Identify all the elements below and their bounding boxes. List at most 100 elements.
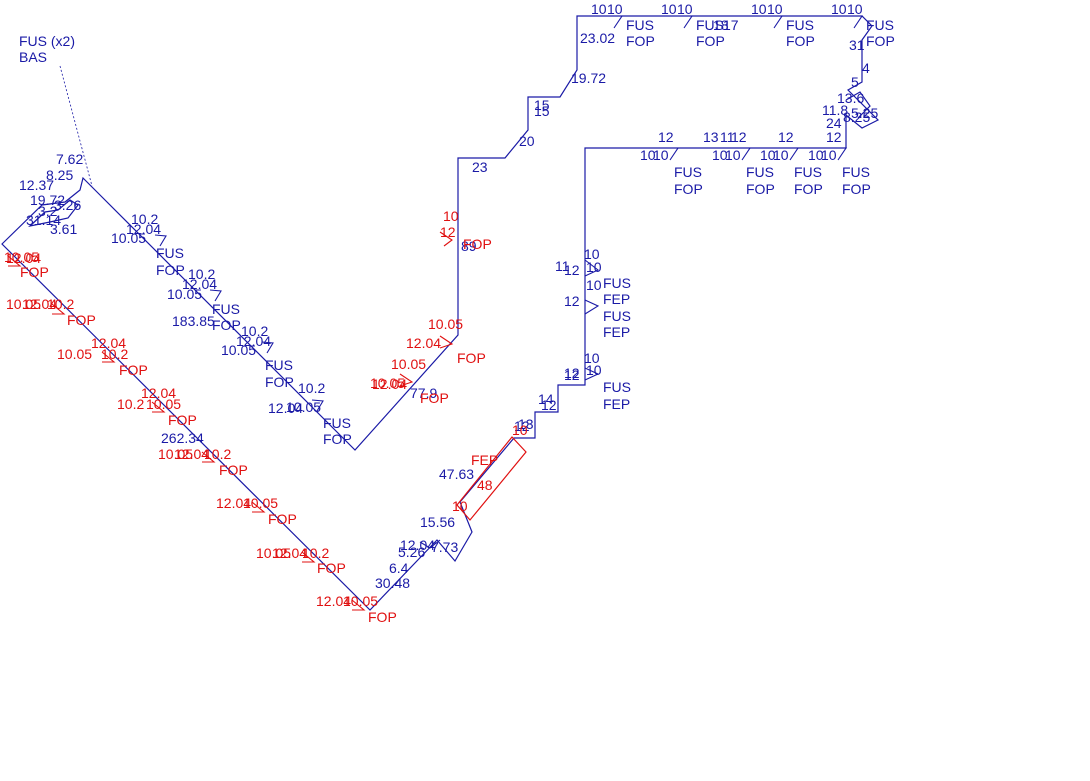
- dimension-label: 12: [826, 129, 842, 145]
- dimension-label: 10: [607, 1, 623, 17]
- dimension-label: 10: [760, 147, 776, 163]
- fitting-label: FOP: [696, 33, 725, 49]
- dimension-label: 10: [751, 1, 767, 17]
- dimension-label: 5.25: [851, 105, 879, 121]
- dimension-label: 8.25: [843, 109, 871, 125]
- dimension-label: 10: [591, 1, 607, 17]
- fitting-label: FUS: [603, 275, 631, 291]
- dimension-label: 5: [851, 74, 859, 90]
- dimension-label: 3.61: [50, 221, 78, 237]
- fitting-label-red: FOP: [463, 236, 492, 252]
- red-fitting-box: [456, 436, 527, 521]
- dimension-label-red: 12.04: [406, 335, 442, 351]
- dimension-label: 11.8: [822, 102, 849, 118]
- fitting-label: FUS: [156, 245, 184, 261]
- dimension-label: 10: [847, 1, 863, 17]
- dimension-label: 77.9: [410, 385, 438, 401]
- dimension-label-red: 10.05: [256, 545, 292, 561]
- dimension-label: 10: [586, 362, 602, 378]
- dimension-label-red: 10.05: [4, 249, 40, 265]
- fitting-label: FUS: [794, 164, 822, 180]
- fitting-mark: [836, 147, 848, 161]
- fitting-label-red: FOP: [219, 462, 248, 478]
- fitting-label: FOP: [794, 181, 823, 197]
- fitting-mark-red: [301, 551, 316, 563]
- dimension-label: 183.85: [172, 313, 215, 329]
- dimension-label-red: 12.04: [6, 250, 42, 266]
- dimension-label: 10: [586, 259, 602, 275]
- dimension-label: 5.26: [398, 544, 426, 560]
- dimension-label: 15: [534, 103, 550, 119]
- dimension-label-red: 12.04: [141, 385, 177, 401]
- fitting-label: FUS: [786, 17, 814, 33]
- fitting-label: FOP: [626, 33, 655, 49]
- dimension-label: 10.05: [221, 342, 257, 358]
- dimension-label: 12: [564, 293, 580, 309]
- fitting-label: FUS: [323, 415, 351, 431]
- fitting-label-red: FOP: [317, 560, 346, 576]
- fitting-label: FEP: [603, 324, 631, 340]
- dimension-label: 17: [723, 17, 739, 33]
- fitting-label: FUS: [265, 357, 293, 373]
- dimension-label: 8.25: [46, 167, 74, 183]
- fitting-mark: [612, 15, 624, 29]
- dimension-label-red: 10.05: [6, 296, 42, 312]
- dimension-label: 19.72: [30, 192, 66, 208]
- dimension-label: 10: [677, 1, 693, 17]
- fitting-mark: [311, 399, 324, 412]
- dimension-label-red: 12.04: [174, 446, 210, 462]
- dimension-label-red: 10.05: [243, 495, 279, 511]
- dimension-label: 10.2: [131, 211, 159, 227]
- dimension-label: 31: [849, 37, 865, 53]
- dimension-label: 12: [778, 129, 794, 145]
- fitting-label-red: FOP: [368, 609, 397, 625]
- dimension-label: 12.04: [268, 400, 304, 416]
- fitting-mark-red: [351, 599, 366, 611]
- dimension-label-red: 10.2: [302, 545, 330, 561]
- fitting-label: FOP: [786, 33, 815, 49]
- dimension-label: 13: [703, 129, 719, 145]
- dimension-label: 13: [518, 416, 534, 432]
- dimension-label: 12: [541, 397, 557, 413]
- fitting-label: FOP: [746, 181, 775, 197]
- dimension-label: 11: [720, 129, 735, 145]
- fitting-mark: [788, 147, 800, 161]
- fitting-label: FOP: [323, 431, 352, 447]
- fitting-mark: [682, 15, 694, 29]
- dimension-label: 47.63: [439, 466, 475, 482]
- dimension-label: 12: [658, 129, 674, 145]
- fitting-mark: [852, 15, 864, 29]
- fitting-mark: [584, 367, 600, 381]
- fitting-label: FEP: [603, 396, 631, 412]
- dimension-label: 4: [862, 60, 870, 76]
- dimension-label: 10: [821, 147, 837, 163]
- dimension-label: 10.2: [298, 380, 326, 396]
- dimension-label: 12.37: [19, 177, 55, 193]
- dimension-label-red: 10.05: [343, 593, 379, 609]
- dimension-label: 10.05: [167, 286, 203, 302]
- dimension-label: 10: [725, 147, 741, 163]
- fitting-label: FEP: [603, 291, 631, 307]
- fitting-mark-red: [7, 255, 22, 267]
- dimension-label-red: 12.04: [272, 545, 308, 561]
- right-elbow-detail: [845, 91, 871, 119]
- dimension-label: 13.6: [837, 90, 865, 106]
- fitting-mark: [584, 299, 600, 315]
- dimension-label-red: 12.04: [22, 296, 58, 312]
- fitting-mark-red: [251, 501, 266, 513]
- dimension-label: 10.05: [286, 399, 322, 415]
- dimension-label: 10.2: [241, 323, 269, 339]
- fitting-mark: [261, 341, 274, 354]
- fitting-mark-red: [51, 303, 66, 315]
- fitting-label: FUS: [212, 301, 240, 317]
- fitting-label: FUS: [696, 17, 724, 33]
- fitting-label: FUS: [674, 164, 702, 180]
- fitting-label: FOP: [674, 181, 703, 197]
- fitting-label: FUS: [603, 308, 631, 324]
- fitting-label-red: FOP: [457, 350, 486, 366]
- dimension-label: 10.05: [111, 230, 147, 246]
- dimension-label: 30.48: [375, 575, 411, 591]
- dimension-label: 19.72: [571, 70, 607, 86]
- dimension-label: 14: [538, 391, 554, 407]
